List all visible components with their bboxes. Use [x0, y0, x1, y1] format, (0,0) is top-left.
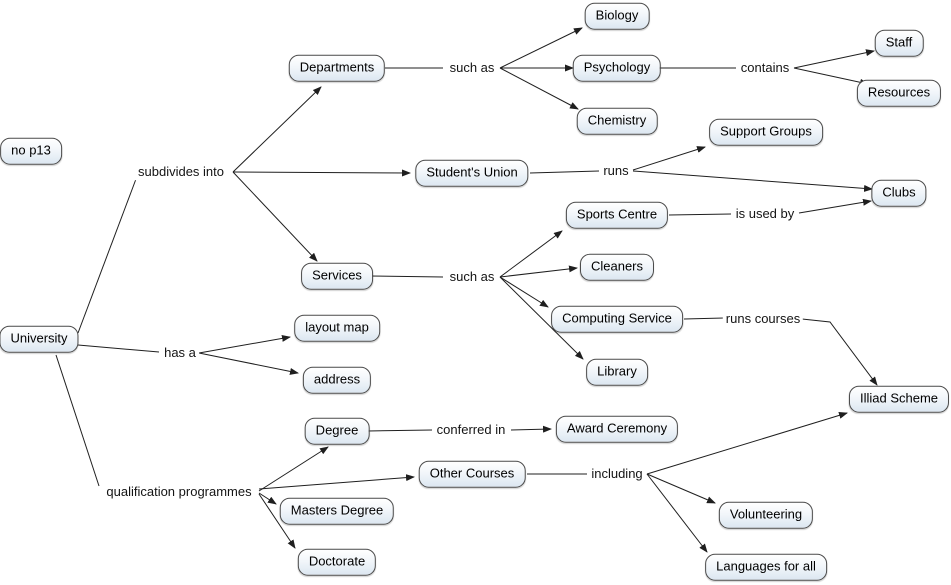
node-library[interactable]: Library [586, 358, 648, 386]
node-volunteering[interactable]: Volunteering [718, 501, 814, 529]
node-university[interactable]: University [0, 325, 79, 353]
node-departments[interactable]: Departments [288, 54, 386, 82]
link-label-subdivides-into[interactable]: subdivides into [135, 164, 227, 180]
link-label-has-a[interactable]: has a [161, 345, 199, 361]
edge-students-union-to-runs [529, 170, 600, 174]
node-award-ceremony[interactable]: Award Ceremony [555, 415, 679, 443]
node-psychology[interactable]: Psychology [572, 54, 662, 82]
node-cleaners[interactable]: Cleaners [579, 253, 655, 281]
edge-runs-to-support-groups [632, 146, 706, 171]
edge-qualification-programmes-to-doctorate [258, 493, 296, 549]
edge-qualification-programmes-to-other-courses [258, 474, 415, 490]
link-label-such-as-services[interactable]: such as [446, 269, 498, 285]
edge-degree-to-conferred-in [367, 429, 433, 432]
node-support-groups[interactable]: Support Groups [709, 118, 823, 146]
edge-has-a-to-address [198, 352, 299, 375]
node-masters-degree[interactable]: Masters Degree [279, 497, 395, 525]
edge-including-to-volunteering [646, 473, 716, 504]
edge-services-to-such-as-services [368, 275, 444, 278]
node-services[interactable]: Services [301, 262, 373, 290]
node-students-union[interactable]: Student's Union [415, 159, 529, 187]
edge-is-used-by-to-clubs [798, 198, 872, 214]
link-label-including[interactable]: including [588, 466, 646, 482]
edge-qualification-programmes-to-degree [258, 446, 329, 492]
edge-including-to-languages-for-all [646, 473, 708, 553]
node-computing-service[interactable]: Computing Service [551, 305, 683, 333]
node-resources[interactable]: Resources [856, 79, 942, 107]
link-label-contains[interactable]: contains [737, 60, 793, 76]
edge-computing-service-to-runs-courses [683, 317, 725, 320]
node-other-courses[interactable]: Other Courses [418, 460, 526, 488]
edge-subdivides-into-to-students-union [232, 169, 411, 177]
link-label-runs-courses[interactable]: runs courses [722, 311, 804, 327]
edge-contains-to-resources [793, 67, 869, 86]
edge-such-as-departments-to-biology [499, 27, 583, 69]
edge-such-as-services-to-sports-centre [499, 230, 563, 278]
edge-university-to-has-a [77, 344, 160, 353]
node-no-p13[interactable]: no p13 [0, 137, 62, 165]
edge-such-as-services-to-cleaners [499, 265, 578, 278]
edge-runs-to-clubs [632, 170, 873, 192]
edge-university-to-qualification-programmes [55, 354, 100, 487]
edge-subdivides-into-to-departments [232, 86, 322, 173]
node-clubs[interactable]: Clubs [871, 179, 927, 207]
node-degree[interactable]: Degree [304, 417, 370, 445]
edge-such-as-services-to-library [499, 276, 584, 360]
link-label-such-as-departments[interactable]: such as [446, 60, 498, 76]
link-label-runs[interactable]: runs [600, 163, 632, 179]
node-languages-for-all[interactable]: Languages for all [705, 553, 827, 581]
edge-runs-courses-to-illiad-scheme [801, 318, 878, 386]
link-label-is-used-by[interactable]: is used by [732, 206, 798, 222]
link-label-qualification-programmes[interactable]: qualification programmes [103, 484, 255, 500]
edge-sports-centre-to-is-used-by [668, 213, 732, 216]
node-biology[interactable]: Biology [584, 2, 650, 30]
node-layout-map[interactable]: layout map [294, 314, 380, 342]
edge-university-to-subdivides-into [77, 178, 137, 334]
node-sports-centre[interactable]: Sports Centre [565, 201, 669, 229]
edge-contains-to-staff [793, 49, 875, 69]
node-doctorate[interactable]: Doctorate [297, 548, 377, 576]
edge-such-as-services-to-computing-service [499, 276, 549, 308]
edge-conferred-in-to-award-ceremony [510, 425, 552, 433]
edge-including-to-illiad-scheme [646, 411, 848, 475]
edge-qualification-programmes-to-masters-degree [258, 492, 277, 505]
node-staff[interactable]: Staff [874, 29, 924, 57]
node-illiad-scheme[interactable]: Illiad Scheme [848, 385, 950, 413]
edge-such-as-departments-to-chemistry [499, 67, 579, 110]
link-label-conferred-in[interactable]: conferred in [433, 422, 509, 438]
node-address[interactable]: address [302, 366, 372, 394]
edge-subdivides-into-to-services [232, 171, 318, 262]
node-chemistry[interactable]: Chemistry [576, 107, 658, 135]
edge-has-a-to-layout-map [198, 334, 291, 354]
